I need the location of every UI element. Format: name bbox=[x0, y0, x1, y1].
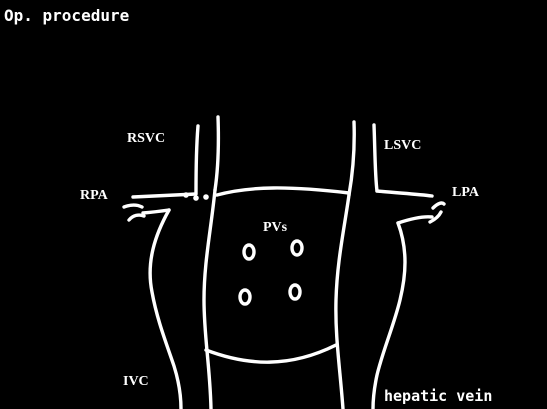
lpa-branch-upper bbox=[377, 191, 432, 196]
rpa-stub-upper bbox=[124, 205, 142, 207]
anastomosis-dot bbox=[203, 194, 209, 200]
pv-ostium bbox=[244, 245, 254, 259]
diagram-title: Op. procedure bbox=[4, 6, 129, 25]
lpa-branch-lower bbox=[398, 217, 432, 223]
lpa-stub-upper bbox=[433, 203, 444, 208]
ivc-outer-wall bbox=[150, 210, 181, 409]
rsvc-vessel-inner bbox=[215, 117, 218, 190]
label-rsvc: RSVC bbox=[127, 131, 165, 147]
rpa-branch-lower bbox=[143, 210, 169, 213]
label-lsvc: LSVC bbox=[384, 138, 421, 154]
atrium-floor bbox=[206, 345, 336, 362]
atrium-left-wall bbox=[204, 190, 215, 409]
anastomosis-dot bbox=[193, 195, 199, 201]
pv-ostium bbox=[240, 290, 250, 304]
label-pvs: PVs bbox=[263, 220, 287, 236]
rpa-stub-lower bbox=[129, 215, 144, 220]
rsvc-vessel-outer bbox=[196, 126, 198, 193]
lsvc-vessel-outer bbox=[374, 125, 377, 191]
hepatic-outer-wall bbox=[373, 223, 405, 409]
atrium-right-wall bbox=[336, 195, 349, 409]
pv-ostium bbox=[292, 241, 302, 255]
label-lpa: LPA bbox=[452, 185, 479, 201]
lsvc-vessel-inner bbox=[349, 122, 354, 195]
pv-ostium bbox=[290, 285, 300, 299]
atrium-roof bbox=[217, 188, 349, 195]
label-rpa: RPA bbox=[80, 188, 108, 204]
label-hepatic-vein: hepatic vein bbox=[384, 387, 492, 405]
anastomosis-dot bbox=[183, 192, 189, 198]
label-ivc: IVC bbox=[123, 374, 149, 390]
